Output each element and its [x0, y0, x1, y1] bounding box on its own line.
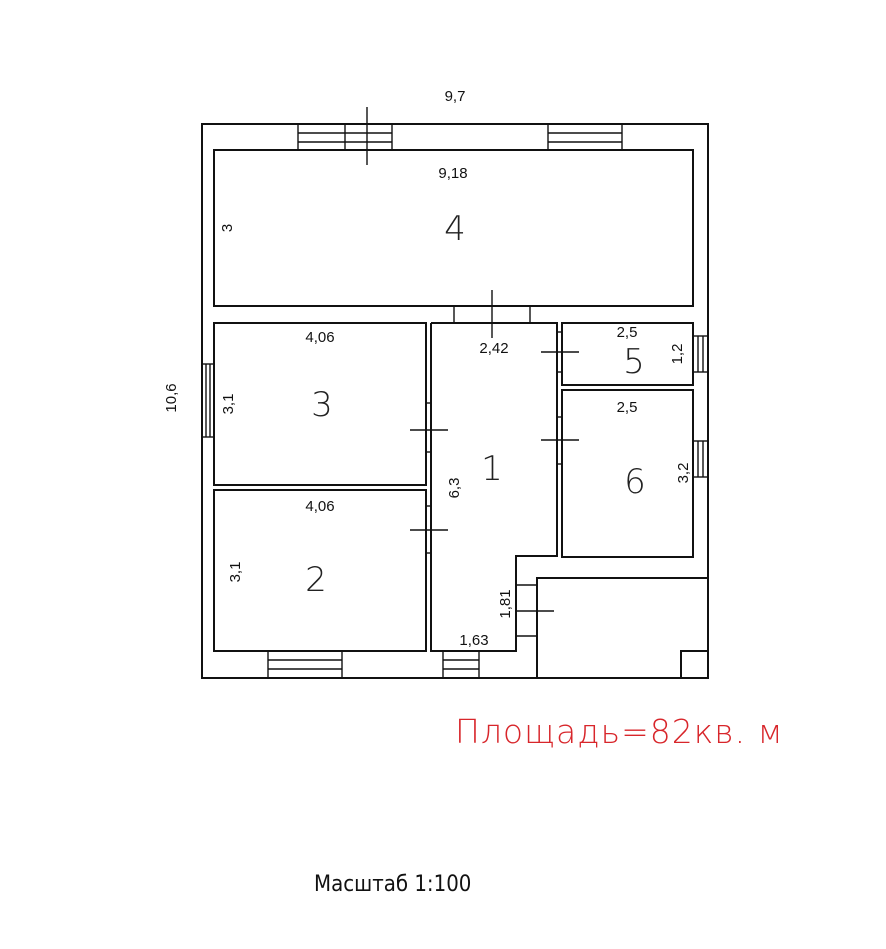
window-right-room5 — [692, 335, 709, 373]
door-room6 — [541, 416, 579, 465]
dim-room1-width: 2,42 — [479, 340, 508, 357]
room-1-label: 1 — [481, 449, 503, 489]
dim-room3-width: 4,06 — [305, 329, 334, 346]
room-3-label: 3 — [311, 385, 333, 425]
room-2-label: 2 — [305, 560, 327, 600]
door-room3 — [410, 402, 448, 453]
room-5-label: 5 — [623, 342, 645, 382]
dim-room6-height: 3,2 — [675, 463, 692, 484]
dim-room6-width: 2,5 — [617, 399, 638, 416]
dim-overall-height: 10,6 — [163, 383, 180, 412]
dim-room2-width: 4,06 — [305, 498, 334, 515]
dim-overall-width: 9,7 — [445, 88, 466, 105]
scale-label: Масштаб 1:100 — [314, 872, 472, 897]
dim-room1-height: 6,3 — [446, 478, 463, 499]
window-left — [201, 363, 215, 438]
window-top-left — [297, 123, 393, 151]
room-1 — [430, 322, 558, 652]
door-room4 — [453, 290, 531, 338]
vestibule — [536, 577, 708, 678]
dim-room3-height: 3,1 — [220, 394, 237, 415]
dim-room2-height: 3,1 — [227, 562, 244, 583]
room-6-label: 6 — [624, 462, 646, 502]
window-right-room6 — [692, 440, 709, 478]
window-bottom-room1 — [442, 650, 480, 679]
room-4-label: 4 — [444, 209, 466, 249]
dim-room5-height: 1,2 — [669, 344, 686, 365]
window-top-right — [547, 123, 623, 151]
dim-room4-width: 9,18 — [438, 165, 467, 182]
door-room2 — [410, 505, 448, 554]
door-room5 — [541, 331, 579, 373]
dim-room1-step: 1,81 — [497, 589, 514, 618]
dim-room5-width: 2,5 — [617, 324, 638, 341]
dim-room1-bottom: 1,63 — [459, 632, 488, 649]
window-bottom-room2 — [267, 650, 343, 679]
vestibule-box — [680, 650, 709, 679]
door-vestibule — [516, 584, 554, 637]
area-label: Площадь=82кв. м — [455, 712, 784, 751]
dim-room4-height: 3 — [219, 224, 236, 232]
